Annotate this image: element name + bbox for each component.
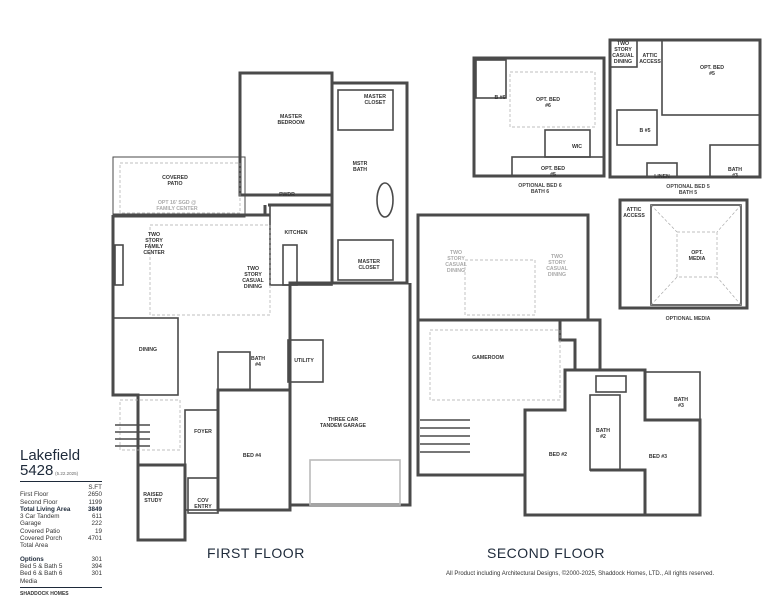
- brand-logo-text: SHADDOCK HOMES: [20, 590, 69, 597]
- first-floor-plan: [111, 71, 412, 542]
- covered-patio-walls: [112, 156, 246, 218]
- bath3-walls: [644, 371, 701, 421]
- divider: [20, 481, 102, 482]
- utility-walls: [287, 339, 324, 383]
- room-opt-bed5-partial: OPT. BED#5: [541, 166, 565, 178]
- optional-bed6-walls: [472, 56, 606, 178]
- stairs: [115, 424, 150, 447]
- sqft-header: S.FT: [88, 484, 102, 491]
- plan-info-panel: Lakefield 5428 (5.22.2025) S.FT First Fl…: [20, 448, 102, 598]
- plan-name: Lakefield: [20, 447, 81, 464]
- room-bath3: BATH#3: [674, 397, 688, 409]
- cov-entry-walls: [187, 477, 219, 514]
- room-opt-bed5: OPT. BED#5: [700, 65, 724, 77]
- room-pwdr: PWDR: [279, 192, 295, 198]
- divider: [20, 586, 102, 588]
- room-gameroom: GAMEROOM: [472, 355, 504, 361]
- room-opt-bed6: OPT. BED#6: [536, 97, 560, 109]
- second-floor-walls: [416, 320, 702, 517]
- room-bath4: BATH#4: [251, 356, 265, 368]
- optional-media-walls: [618, 198, 749, 310]
- room-opt-media: OPT.MEDIA: [689, 250, 706, 262]
- room-b6: B #6: [495, 95, 506, 101]
- room-foyer: FOYER: [194, 429, 212, 435]
- first-floor-title: FIRST FLOOR: [207, 545, 305, 561]
- room-bed3: BED #3: [649, 454, 667, 460]
- bath4-walls: [217, 351, 251, 391]
- room-dining: DINING: [139, 347, 157, 353]
- room-bed2: BED #2: [549, 452, 567, 458]
- master-closet-bottom-walls: [337, 239, 394, 281]
- room-wic: WIC: [572, 144, 582, 150]
- room-b5: B #5: [640, 128, 651, 134]
- optional-bed5-walls: [608, 38, 762, 179]
- tub-icon: [376, 182, 394, 218]
- room-linen: LINEN: [654, 174, 670, 180]
- room-bath2: BATH#2: [596, 428, 610, 440]
- options-row: Media: [20, 577, 38, 585]
- room-bath3-opt: BATH#3: [728, 167, 742, 179]
- kitchen-walls: [269, 204, 333, 286]
- room-kitchen: KITCHEN: [284, 230, 307, 236]
- kitchen-island: [282, 244, 298, 286]
- plan-date: (5.22.2025): [55, 471, 79, 476]
- master-closet-top-walls: [337, 89, 394, 131]
- area-row: Total Area: [20, 542, 49, 550]
- foyer-walls: [184, 409, 219, 511]
- master-suite-walls: [330, 81, 409, 285]
- raised-study-walls: [136, 463, 187, 542]
- optional-labels: B #6 OPT. BED#6 WIC OPT. BED#5 OPTIONAL …: [495, 41, 743, 322]
- master-bedroom-walls: [238, 71, 334, 197]
- room-bed4: BED #4: [243, 453, 261, 459]
- bed4-walls: [216, 388, 292, 512]
- optional-plans: [472, 38, 762, 310]
- room-utility: UTILITY: [294, 358, 314, 364]
- plan-number: 5428: [20, 462, 54, 479]
- opt-sgd-note: OPT 16' SGD @FAMILY CENTER: [156, 200, 197, 212]
- second-floor-title: SECOND FLOOR: [487, 545, 606, 561]
- copyright-notice: All Product including Architectural Desi…: [446, 571, 715, 577]
- open-to-below-walls: [416, 213, 590, 322]
- stairs: [420, 419, 470, 453]
- caption-optional-media: OPTIONAL MEDIA: [666, 316, 711, 322]
- second-floor-plan: [416, 213, 702, 517]
